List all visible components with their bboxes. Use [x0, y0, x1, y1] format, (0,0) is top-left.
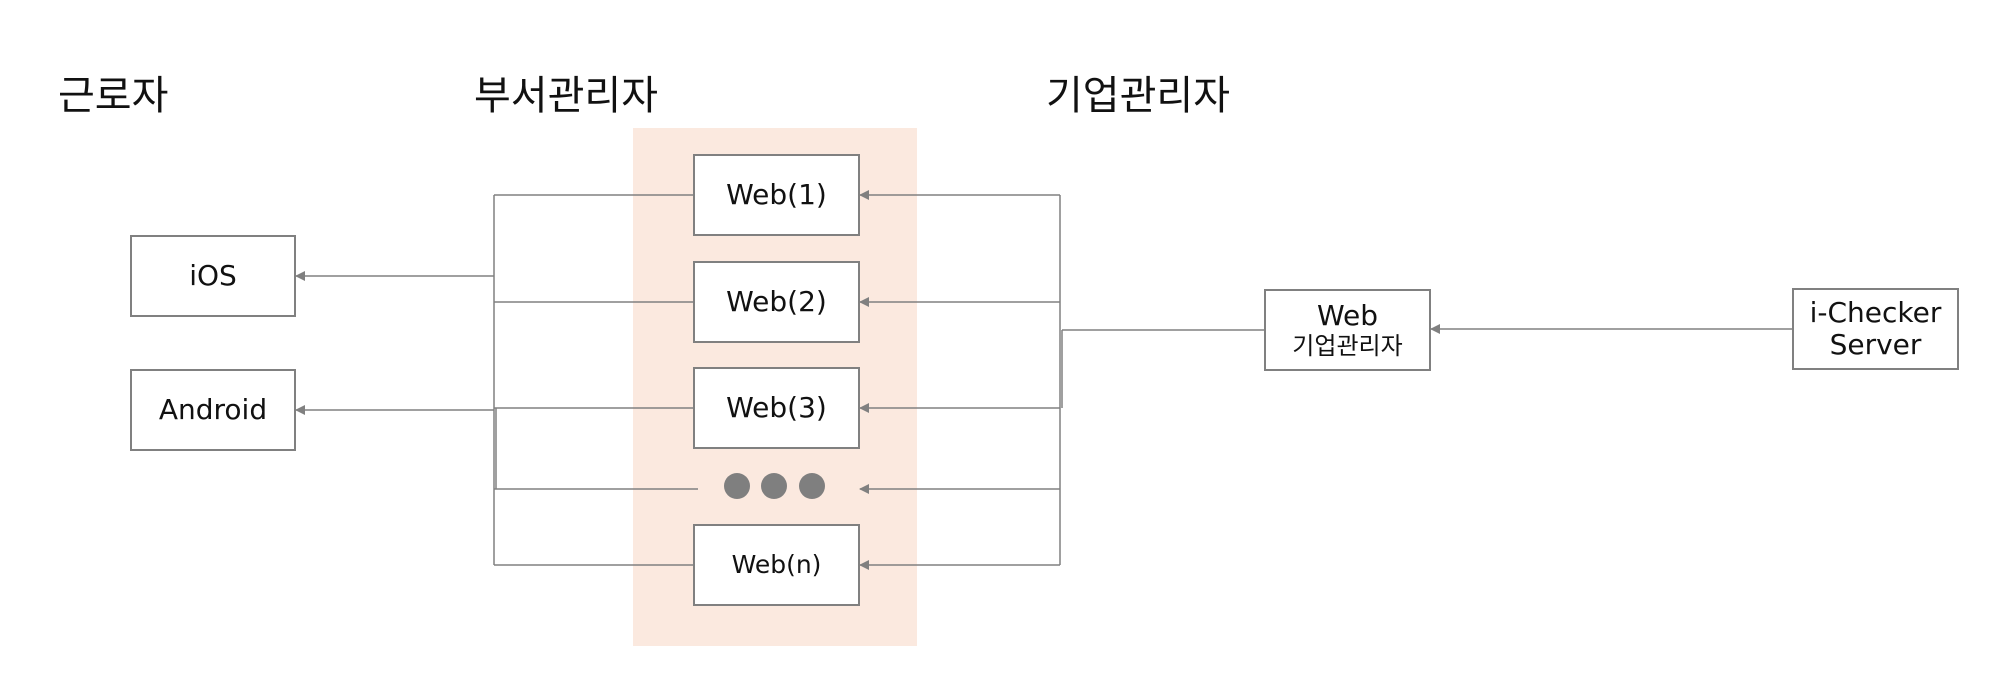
server-label-line1: i-Checker	[1809, 296, 1942, 329]
web-n-label: Web(n)	[731, 550, 822, 579]
server-box[interactable]: i-Checker Server	[1792, 288, 1959, 370]
heading-dept-admin: 부서관리자	[474, 73, 658, 119]
web-3-label: Web(3)	[726, 391, 827, 424]
web-2-label: Web(2)	[726, 285, 827, 318]
web-2-box[interactable]: Web(2)	[693, 261, 860, 343]
android-box[interactable]: Android	[130, 369, 296, 451]
heading-worker: 근로자	[58, 73, 169, 119]
web-1-label: Web(1)	[726, 178, 827, 211]
corp-web-box[interactable]: Web 기업관리자	[1264, 289, 1431, 371]
corp-web-sublabel: 기업관리자	[1292, 332, 1403, 360]
android-label: Android	[158, 393, 268, 426]
ellipsis-dot-1	[724, 473, 750, 499]
heading-corp-admin: 기업관리자	[1046, 73, 1230, 119]
corp-web-label: Web	[1316, 299, 1379, 332]
ellipsis-dot-2	[761, 473, 787, 499]
web-1-box[interactable]: Web(1)	[693, 154, 860, 236]
ellipsis-dot-3	[799, 473, 825, 499]
web-n-box[interactable]: Web(n)	[693, 524, 860, 606]
server-label-line2: Server	[1829, 328, 1922, 361]
web-3-box[interactable]: Web(3)	[693, 367, 860, 449]
ios-box[interactable]: iOS	[130, 235, 296, 317]
ios-label: iOS	[189, 259, 237, 292]
